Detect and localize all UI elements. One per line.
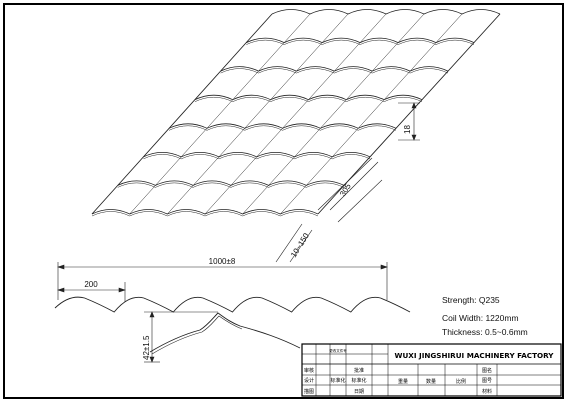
tile-wave-ridge-line <box>167 13 349 215</box>
title-block-right-name: 图名 <box>482 367 492 374</box>
border-frame <box>3 3 564 399</box>
roof-tile-sheet-isometric <box>91 9 501 217</box>
tile-wave-ridge-line <box>242 13 425 215</box>
tile-row-step-edge <box>220 68 449 74</box>
spec-strength: Strength: Q235 <box>442 295 500 305</box>
dimension-total-width-label: 1000±8 <box>209 257 236 266</box>
tile-wave-ridge-line <box>129 13 311 215</box>
dimension-edge-overlap-label: 10~150 <box>289 231 311 259</box>
tile-row-step-edge <box>246 39 475 45</box>
tile-section-detail <box>149 312 301 353</box>
title-block-company: WUXI JINGSHIRUI MACHINERY FACTORY <box>395 351 555 360</box>
title-block <box>301 343 562 397</box>
tile-wave-ridge-line <box>280 13 463 215</box>
title-block-col-weight: 重量 <box>398 378 408 385</box>
title-block-row-label-standard: 标准化 <box>330 377 345 384</box>
tile-row-step-edge <box>91 211 319 217</box>
title-block-change-doc-label: 更改文件号 <box>329 348 347 353</box>
title-block-mid-label-approve: 批准 <box>354 367 364 374</box>
dimension-total-width <box>57 262 388 300</box>
title-block-row-label-trace: 描图 <box>304 388 314 395</box>
title-block-mid-label-standard: 标准化 <box>351 377 366 384</box>
title-block-col-scale: 比例 <box>456 378 466 385</box>
tile-section-detail-inner <box>151 315 243 355</box>
tile-wave-ridge-line <box>91 13 273 215</box>
title-block-col-quantity: 数量 <box>426 378 436 385</box>
dimension-wave-pitch-label: 200 <box>84 280 98 289</box>
tile-row-step-edge <box>117 182 345 188</box>
dimension-edge-overlap <box>275 223 313 263</box>
title-block-right-material: 材料 <box>482 388 492 395</box>
spec-thickness: Thickness: 0.5~0.6mm <box>442 327 528 337</box>
dimension-profile-height-label: 42±1.5 <box>142 335 151 360</box>
title-block-row-label-review: 审核 <box>304 367 314 374</box>
spec-coil-width: Coil Width: 1220mm <box>442 313 519 323</box>
title-block-mid-label-date: 日期 <box>354 389 364 395</box>
dimension-step-height-label: 18 <box>403 125 412 134</box>
dimension-tile-pitch <box>317 157 383 223</box>
tile-row-curve <box>246 37 475 44</box>
tile-row-step-edge <box>143 154 371 160</box>
title-block-right-number: 图号 <box>482 378 492 384</box>
dimension-wave-pitch <box>57 282 126 302</box>
tile-row-curve <box>271 9 501 15</box>
tile-profile-wave <box>54 296 411 313</box>
tile-row-step-edge <box>194 96 423 102</box>
dimension-step-height <box>398 102 420 141</box>
dimension-profile-height <box>144 311 218 363</box>
tile-row-step-edge <box>168 125 397 131</box>
title-block-row-label-design: 设计 <box>304 377 314 384</box>
tile-wave-ridge-line <box>204 13 387 215</box>
